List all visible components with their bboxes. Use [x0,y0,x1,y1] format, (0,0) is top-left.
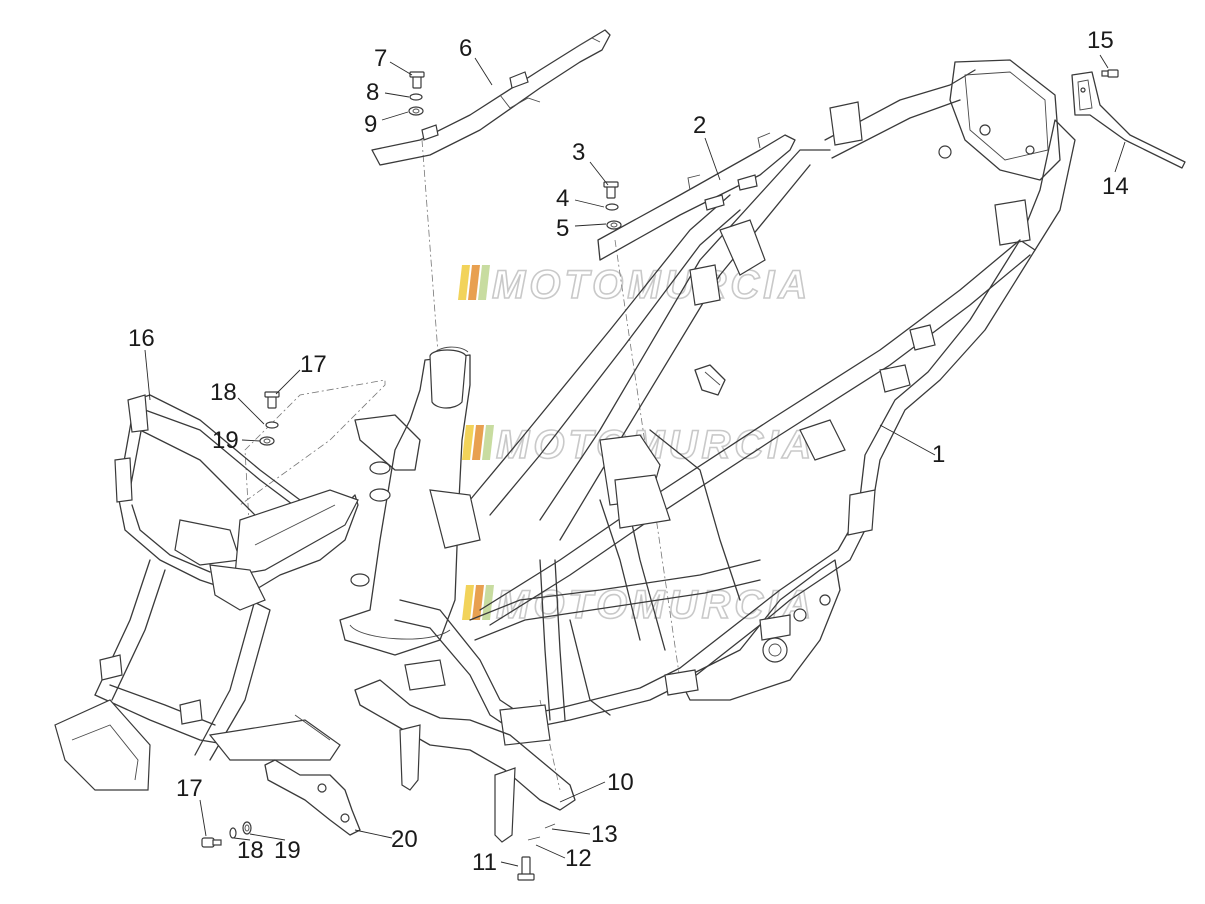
part-17-19-hardware-upper [259,391,280,446]
leader-lines [144,54,1126,867]
part-16-front-cage [54,394,359,791]
part-15-screw [1101,69,1119,78]
callout-18: 18 [210,379,237,406]
part-11-13-hardware [517,823,556,881]
callout-17-lower: 17 [176,775,203,802]
callout-6: 6 [459,35,472,62]
part-17-19-hardware-lower [201,821,252,848]
callout-11: 11 [472,849,497,876]
callout-16: 16 [128,325,155,352]
callout-19: 19 [212,427,239,454]
callout-labels: 1 2 3 4 5 6 7 8 9 10 11 12 13 14 15 16 1… [128,27,1129,876]
part-14-rear-bracket [1071,71,1186,169]
callout-12: 12 [565,845,592,872]
part-10-lower-bracket [354,679,576,843]
watermark-text: MOTOMURCIA [496,583,815,627]
callout-19-lower: 19 [274,837,301,864]
callout-1: 1 [932,441,945,468]
watermark-logo-stripes [458,265,490,300]
watermark-logo-stripes [462,425,494,460]
callout-7: 7 [374,45,387,72]
callout-15: 15 [1087,27,1114,54]
callout-3: 3 [572,139,585,166]
callout-4: 4 [556,185,569,212]
main-frame [339,59,1076,746]
callout-10: 10 [607,769,634,796]
part-2-bracket-rail [597,132,796,261]
callout-2: 2 [693,112,706,139]
callout-8: 8 [366,79,379,106]
callout-20: 20 [391,826,418,853]
part-20-plate [264,759,361,836]
watermark-top: MOTOMURCIA [458,262,811,308]
callout-9: 9 [364,111,377,138]
callout-17: 17 [300,351,327,378]
callout-18-lower: 18 [237,837,264,864]
watermark-bottom: MOTOMURCIA [462,582,815,628]
callout-5: 5 [556,215,569,242]
watermark-text: MOTOMURCIA [492,263,811,307]
part-7-9-hardware [408,71,425,116]
callout-14: 14 [1102,173,1129,200]
part-6-top-plate [371,29,611,166]
callout-13: 13 [591,821,618,848]
part-3-5-hardware [603,181,622,230]
watermark-logo-stripes [462,585,494,620]
